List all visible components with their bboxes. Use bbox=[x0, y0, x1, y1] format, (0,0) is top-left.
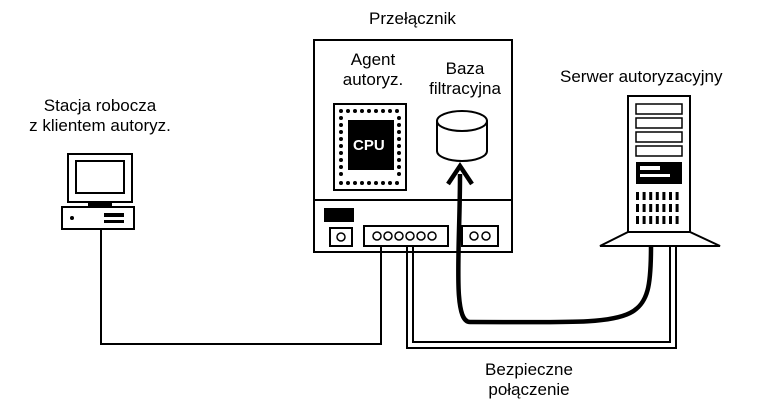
agent-label-line2: autoryz. bbox=[342, 70, 404, 89]
switch-ports bbox=[372, 231, 437, 241]
secure-connection-cable bbox=[406, 246, 677, 349]
workstation-cable bbox=[100, 229, 382, 345]
connection-label: Bezpieczne połączenie bbox=[464, 360, 594, 400]
workstation-label: Stacja robocza z klientem autoryz. bbox=[2, 96, 198, 136]
auth-data-arrowhead bbox=[446, 161, 474, 186]
switch-title: Przełącznik bbox=[369, 9, 456, 28]
auth-data-link bbox=[455, 173, 654, 325]
agent-label: Agent autoryz. bbox=[330, 50, 416, 90]
filter-database bbox=[436, 110, 488, 162]
cpu-chip bbox=[333, 103, 407, 191]
database-label: Baza filtracyjna bbox=[418, 59, 512, 99]
connection-label-line2: połączenie bbox=[488, 380, 570, 399]
database-label-line2: filtracyjna bbox=[429, 79, 501, 98]
cpu-label: CPU bbox=[353, 137, 385, 154]
workstation-label-line2: z klientem autoryz. bbox=[29, 116, 171, 135]
switch-device bbox=[313, 39, 513, 253]
server-label: Serwer autoryzacyjny bbox=[560, 67, 723, 86]
connection-label-line1: Bezpieczne bbox=[485, 360, 573, 379]
database-label-line1: Baza bbox=[445, 59, 485, 78]
workstation-computer bbox=[61, 153, 135, 230]
agent-label-line1: Agent bbox=[350, 50, 396, 69]
workstation-label-line1: Stacja robocza bbox=[43, 96, 157, 115]
auth-server bbox=[599, 95, 721, 247]
